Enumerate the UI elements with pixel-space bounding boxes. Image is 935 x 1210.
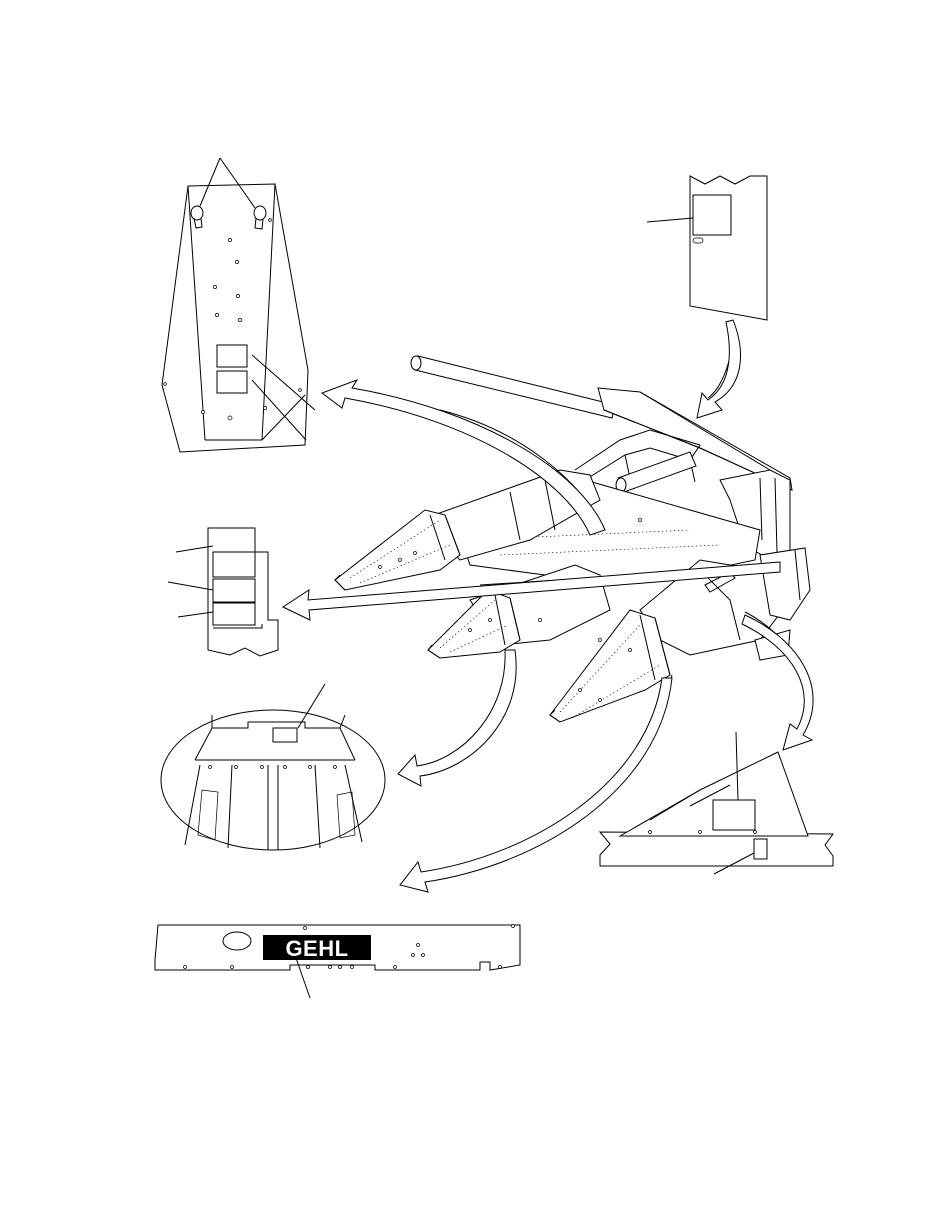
gehl-logo-background <box>263 935 371 960</box>
decal-small-bottom-right <box>754 839 767 859</box>
detail-gehl-logo-panel: GEHL <box>155 925 520 999</box>
decal-strip-bottom <box>213 603 255 625</box>
decal-panel-top-right <box>693 195 731 235</box>
decal-strip-top <box>213 552 255 577</box>
corn-head-assembly <box>335 356 810 722</box>
gehl-logo-text: GEHL <box>285 936 348 961</box>
detail-shield-bottom-right <box>600 732 833 874</box>
decal-strip-middle <box>213 579 255 602</box>
arrow-to-logo-detail <box>400 678 672 892</box>
decal-shield-upper <box>217 345 247 367</box>
arrow-to-middle-left-detail <box>283 562 780 620</box>
decal-shield-bottom-right <box>713 800 755 830</box>
decal-shield-lower <box>217 371 247 393</box>
arrow-to-top-right-detail <box>697 320 740 418</box>
gehl-logo: GEHL <box>263 935 371 961</box>
arrow-to-top-left-detail <box>322 380 605 535</box>
arrow-to-bottom-right-detail <box>742 615 813 750</box>
decal-oval <box>273 728 297 742</box>
detail-oval-center-divider <box>161 684 385 850</box>
curved-arrows <box>283 320 813 892</box>
arrow-to-oval-detail <box>398 650 516 786</box>
detail-shield-top-left <box>162 158 315 452</box>
detail-decal-strip-left <box>168 528 278 656</box>
detail-panel-top-right <box>647 176 767 320</box>
